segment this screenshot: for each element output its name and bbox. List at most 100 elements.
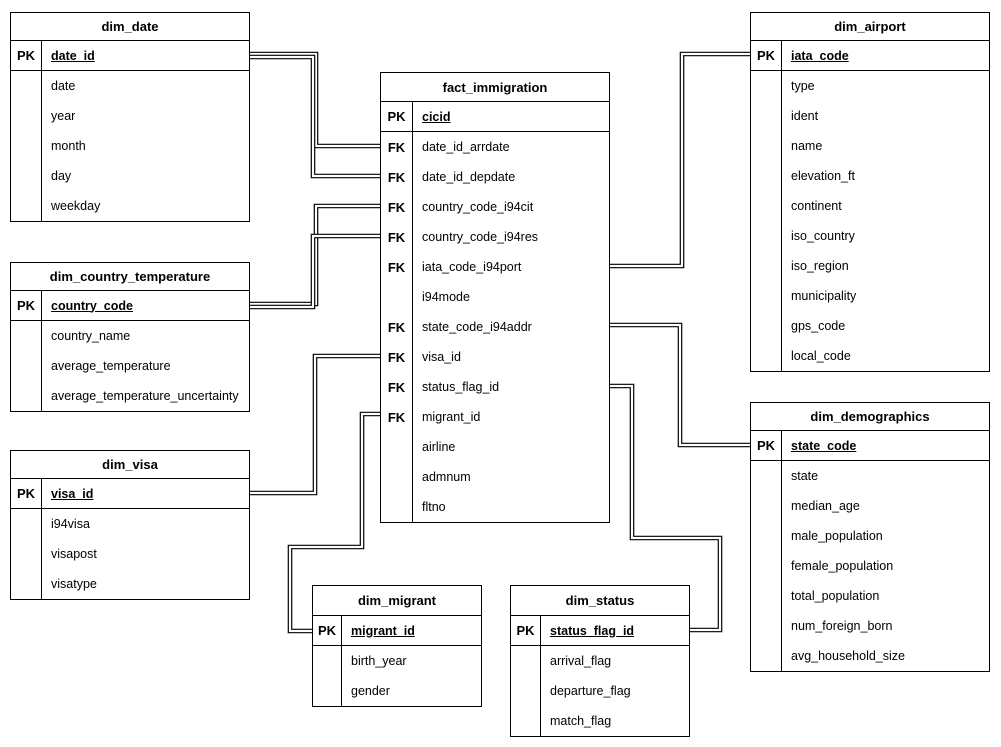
field-name: weekday bbox=[51, 199, 101, 213]
field-row: i94visa bbox=[11, 509, 249, 539]
key-spacer bbox=[751, 581, 782, 611]
field-row: ident bbox=[751, 101, 989, 131]
pk-row: PK status_flag_id bbox=[511, 616, 689, 646]
field-name: iata_code_i94port bbox=[422, 260, 522, 274]
key-spacer bbox=[11, 321, 42, 351]
key-spacer bbox=[11, 161, 42, 191]
key-spacer bbox=[381, 462, 413, 492]
fk-badge: FK bbox=[381, 162, 413, 192]
field-row: gps_code bbox=[751, 311, 989, 341]
key-spacer bbox=[751, 311, 782, 341]
key-spacer bbox=[11, 381, 42, 411]
pk-badge: PK bbox=[11, 291, 42, 320]
key-spacer bbox=[751, 551, 782, 581]
key-spacer bbox=[751, 461, 782, 491]
field-row: arrival_flag bbox=[511, 646, 689, 676]
key-spacer bbox=[381, 432, 413, 462]
key-spacer bbox=[751, 341, 782, 371]
pk-field-name: cicid bbox=[422, 109, 451, 124]
field-name: ident bbox=[791, 109, 819, 123]
field-name: iso_region bbox=[791, 259, 849, 273]
field-name: female_population bbox=[791, 559, 894, 573]
field-name: match_flag bbox=[550, 714, 612, 728]
pk-field-name: visa_id bbox=[51, 486, 94, 501]
fk-badge: FK bbox=[381, 372, 413, 402]
field-name: local_code bbox=[791, 349, 851, 363]
field-name: average_temperature_uncertainty bbox=[51, 389, 239, 403]
field-row: departure_flag bbox=[511, 676, 689, 706]
table-title: dim_status bbox=[511, 586, 689, 616]
key-spacer bbox=[751, 641, 782, 671]
field-row: match_flag bbox=[511, 706, 689, 736]
key-spacer bbox=[11, 131, 42, 161]
field-row: month bbox=[11, 131, 249, 161]
fk-badge: FK bbox=[381, 132, 413, 162]
pk-field-name: status_flag_id bbox=[550, 623, 635, 638]
connector-dim_date-to-fact-date_id_depdate bbox=[250, 54, 380, 179]
field-row: male_population bbox=[751, 521, 989, 551]
field-row: median_age bbox=[751, 491, 989, 521]
key-spacer bbox=[381, 492, 413, 522]
field-name: name bbox=[791, 139, 823, 153]
field-row: state bbox=[751, 461, 989, 491]
pk-row: PK cicid bbox=[381, 102, 609, 132]
field-name: admnum bbox=[422, 470, 471, 484]
key-spacer bbox=[751, 191, 782, 221]
field-name: month bbox=[51, 139, 86, 153]
field-name: i94mode bbox=[422, 290, 470, 304]
pk-badge: PK bbox=[381, 102, 413, 131]
field-name: date bbox=[51, 79, 76, 93]
key-spacer bbox=[11, 539, 42, 569]
field-name: visatype bbox=[51, 577, 97, 591]
field-row: average_temperature_uncertainty bbox=[11, 381, 249, 411]
field-row: avg_household_size bbox=[751, 641, 989, 671]
key-spacer bbox=[751, 161, 782, 191]
field-name: total_population bbox=[791, 589, 880, 603]
field-name: num_foreign_born bbox=[791, 619, 893, 633]
field-name: day bbox=[51, 169, 72, 183]
field-name: birth_year bbox=[351, 654, 407, 668]
fk-badge: FK bbox=[381, 222, 413, 252]
pk-field-name: country_code bbox=[51, 298, 133, 313]
connector-dim_date-to-fact-date_id_depdate bbox=[250, 55, 380, 178]
connector-dim_visa-to-fact-visa_id bbox=[250, 354, 380, 495]
field-row: visapost bbox=[11, 539, 249, 569]
key-spacer bbox=[511, 706, 541, 736]
field-row: admnum bbox=[381, 462, 609, 492]
key-spacer bbox=[751, 101, 782, 131]
field-row: local_code bbox=[751, 341, 989, 371]
key-spacer bbox=[11, 569, 42, 599]
field-row: name bbox=[751, 131, 989, 161]
field-row: type bbox=[751, 71, 989, 101]
field-name: avg_household_size bbox=[791, 649, 905, 663]
field-row: municipality bbox=[751, 281, 989, 311]
field-name: gender bbox=[351, 684, 390, 698]
pk-field-name: migrant_id bbox=[351, 623, 415, 638]
field-name: gps_code bbox=[791, 319, 846, 333]
table-title: dim_airport bbox=[751, 13, 989, 41]
field-row: gender bbox=[313, 676, 481, 706]
field-row: visatype bbox=[11, 569, 249, 599]
field-row: num_foreign_born bbox=[751, 611, 989, 641]
key-spacer bbox=[11, 509, 42, 539]
key-spacer bbox=[11, 191, 42, 221]
field-name: migrant_id bbox=[422, 410, 481, 424]
field-row: average_temperature bbox=[11, 351, 249, 381]
connector-dim_country_temperature-to-fact-country_code_i94res bbox=[250, 234, 380, 309]
field-row: country_name bbox=[11, 321, 249, 351]
pk-badge: PK bbox=[511, 616, 541, 645]
field-name: municipality bbox=[791, 289, 857, 303]
